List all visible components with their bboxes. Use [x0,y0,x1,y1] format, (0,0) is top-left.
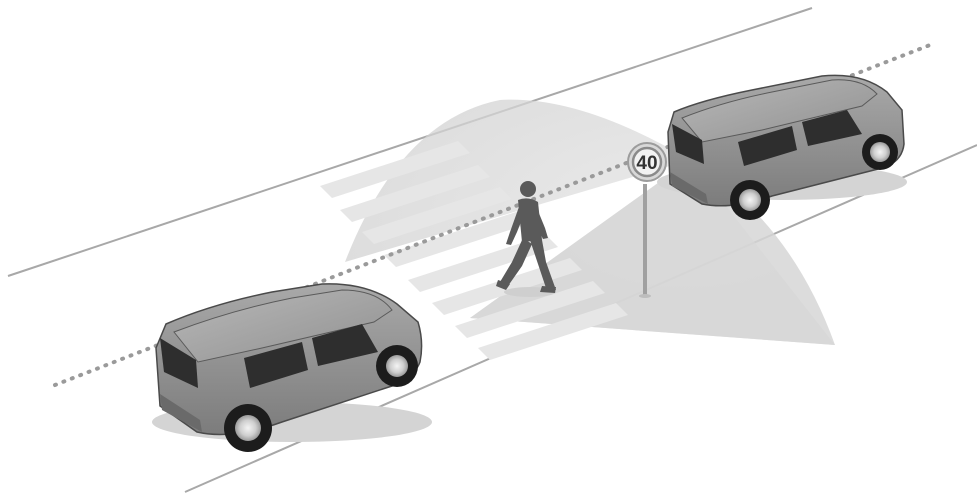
sign-pole [643,184,647,296]
speed-limit-value: 40 [636,153,657,174]
car-wheel-front [870,142,890,162]
car-wheel-rear [739,189,761,211]
car-far [657,75,907,220]
car-wheel-front [386,355,408,377]
pedestrian-head [520,181,536,197]
car-near [152,284,432,452]
car-wheel-rear [235,415,261,441]
sign-base-shadow [639,294,651,298]
pedestrian-foot-front [540,286,556,293]
